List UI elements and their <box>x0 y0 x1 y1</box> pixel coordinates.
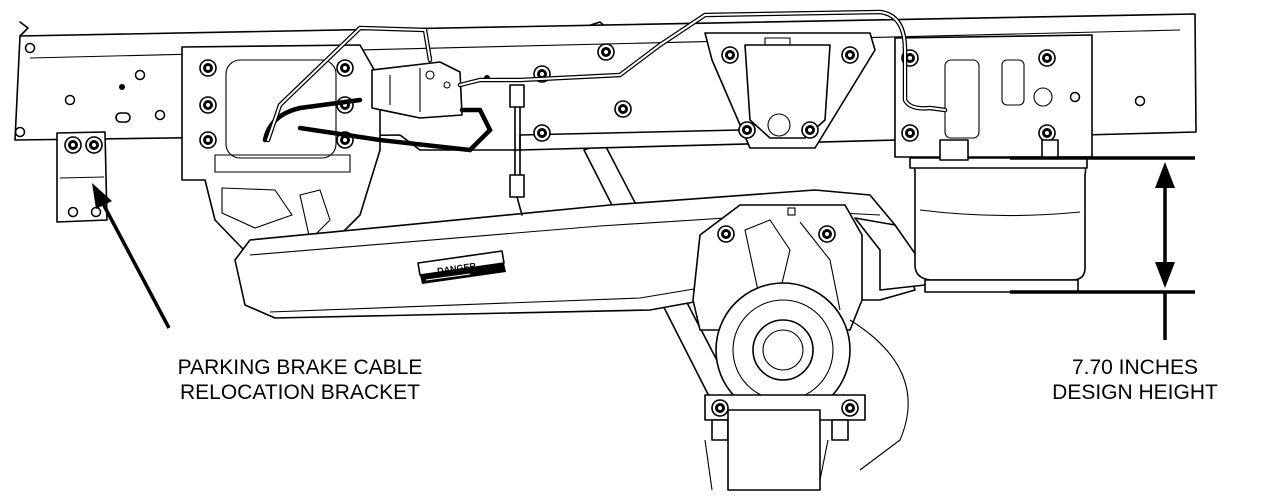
height-control-valve <box>371 61 463 119</box>
parking-brake-bracket <box>56 131 108 223</box>
design-height-callout: 7.70 INCHES DESIGN HEIGHT <box>1010 355 1260 405</box>
axle-hub <box>692 204 909 491</box>
bracket-callout-line1: PARKING BRAKE CABLE <box>177 356 423 379</box>
double-arrow-dimension-icon <box>1010 156 1195 340</box>
air-lines <box>262 9 948 216</box>
design-height-label: DESIGN HEIGHT <box>1052 381 1218 404</box>
design-height-value: 7.70 INCHES <box>1071 356 1199 379</box>
upper-mount-bracket <box>704 32 876 149</box>
bracket-callout-line2: RELOCATION BRACKET <box>180 381 420 404</box>
air-spring <box>894 34 1093 293</box>
danger-decal: DANGER <box>417 250 506 284</box>
leader-arrow-icon <box>92 183 171 329</box>
bracket-callout: PARKING BRAKE CABLE RELOCATION BRACKET <box>120 355 480 405</box>
